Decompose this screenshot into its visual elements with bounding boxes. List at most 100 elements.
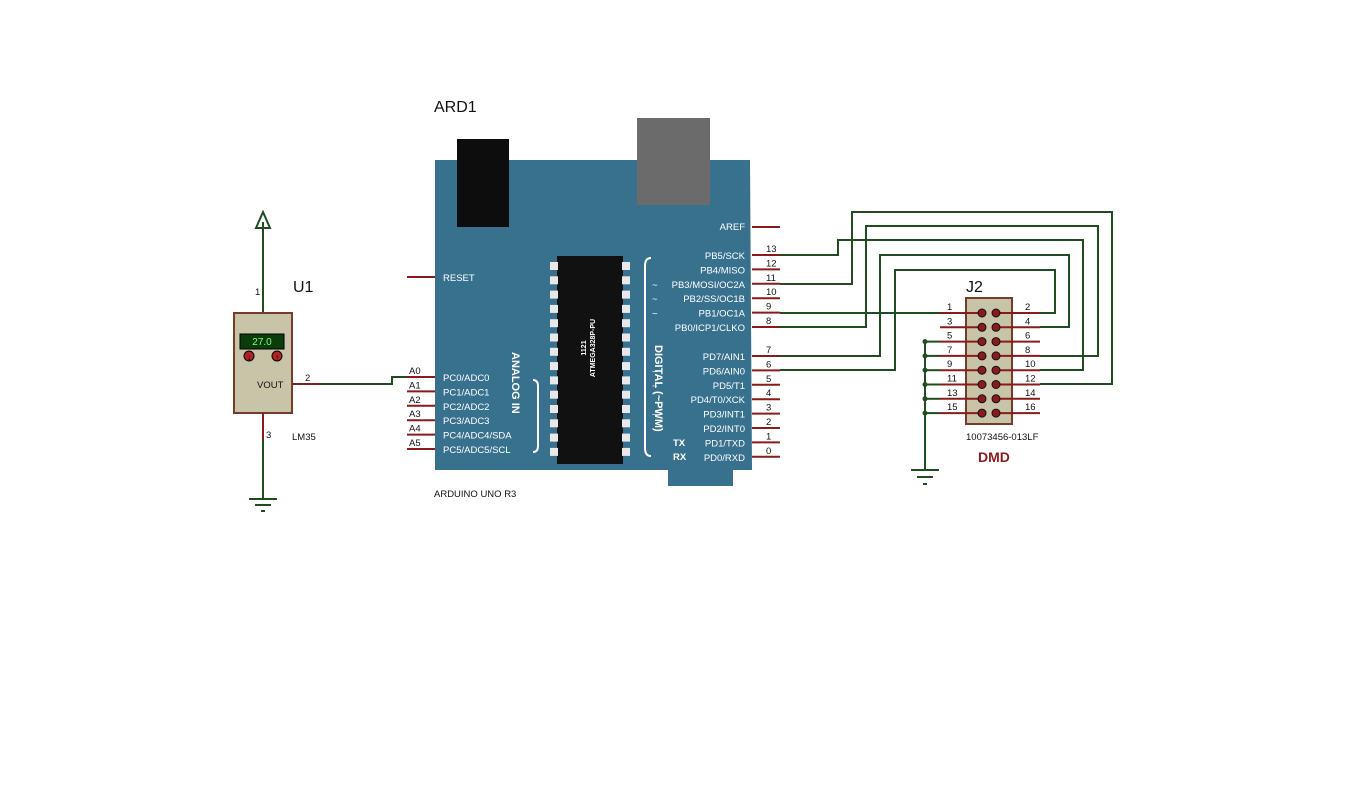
u1-ref-label: U1 [293,279,314,296]
temp-up-button[interactable] [271,350,283,362]
analog-pin-number: A2 [409,395,421,406]
arduino-ref-label: ARD1 [434,99,477,116]
header-contact [977,394,987,404]
pwm-tilde-icon: ~ [652,381,658,392]
digital-pin-label: PD5/T1 [713,381,745,392]
chip-pin-left [550,447,558,456]
chip-pin-right [622,304,630,313]
header-contact [977,380,987,389]
chip-pin-left [550,347,558,356]
chip-pin-left [550,362,558,371]
wire-d11[interactable] [780,211,1113,385]
chip-pin-right [622,347,630,356]
header-pin-number: 5 [947,331,952,342]
chip-pin-right [622,362,630,371]
digital-pin-number: 2 [766,417,771,428]
u1-pin3-num: 3 [266,430,271,441]
wire-d7[interactable] [780,254,1070,357]
analog-pin-label: PC2/ADC2 [443,402,489,413]
digital-pin-label: PD1/TXD [705,438,745,449]
header-contact [991,308,1001,318]
digital-pin-number: 4 [766,388,771,399]
digital-pin-group: 13PB5/SCK12PB4/MISO11PB3/MOSI/OC2A~10PB2… [652,244,780,464]
pwm-tilde-icon: ~ [652,294,658,305]
temperature-value: 27.0 [252,337,272,348]
header-contact [977,351,987,361]
wire-d13[interactable] [780,239,1084,371]
wire-d6[interactable] [780,269,1056,371]
lm35-sensor[interactable]: 1 U1 27.0 ↓ ↑ VOUT 2 3 LM35 [233,209,320,512]
chip-pin-right [622,419,630,428]
digital-pin-label: PD6/AIN0 [703,366,745,377]
chip-pin-left [550,390,558,399]
digital-pin-label: PB0/ICP1/CLKO [675,323,745,334]
chip-pin-right [622,262,630,270]
wire-d8[interactable] [780,225,1099,357]
digital-pin-label: PB5/SCK [705,251,746,262]
header-pin-number: 10 [1025,359,1036,370]
chip-pin-left [550,262,558,270]
digital-pin-label: PB4/MISO [700,265,745,276]
arduino-part-label: ARDUINO UNO R3 [434,489,516,500]
digital-bracket [644,257,652,457]
analog-pin-label: PC0/ADC0 [443,373,489,384]
digital-pin-label: PB1/OC1A [699,309,746,320]
header-contact [991,351,1001,361]
analog-pin-number: A4 [409,424,421,435]
chip-pin-left [550,319,558,328]
analog-pin-group: A0PC0/ADC0A1PC1/ADC1A2PC2/ADC2A3PC3/ADC3… [407,366,512,456]
chip-pin-left [550,333,558,342]
vout-label: VOUT [257,380,284,391]
chip-pin-right [622,319,630,328]
header-contact [977,322,987,332]
header-contact [991,322,1001,332]
junction-dot [922,339,928,345]
header-contact [991,365,1001,375]
header-pin-number: 15 [947,402,958,413]
temp-down-button[interactable] [243,350,255,362]
chip-pin-left [550,405,558,413]
header-pin-number: 11 [947,374,957,385]
chip-pin-right [622,447,630,456]
digital-pin-label: PD7/AIN1 [703,352,745,363]
arrow-up-icon: ↑ [275,353,279,362]
atmega-chip [557,256,623,464]
header-contact [977,337,987,347]
chip-pin-left [550,304,558,313]
pwm-tilde-icon: ~ [652,410,658,421]
j2-part-label: 10073456-013LF [966,432,1039,443]
header-pin-number: 2 [1025,302,1030,313]
analog-pin-label: PC1/ADC1 [443,387,489,398]
chip-pin-right [622,390,630,399]
header-body [965,297,1013,425]
header-contact [977,408,987,418]
usb-connector [637,118,710,205]
chip-pin-right [622,276,630,285]
u1-pin1-num: 1 [255,287,260,298]
analog-pin-number: A3 [409,409,421,420]
digital-pin-label: PD2/INT0 [703,424,745,435]
chip-pin-right [622,405,630,413]
header-pin-number: 16 [1025,402,1036,413]
digital-pin-label: PD4/T0/XCK [691,395,746,406]
sensor-body [233,312,293,414]
header-pin-number: 1 [947,302,952,313]
digital-pin-number: 6 [766,359,771,370]
chip-label-2: ATMEGA328P-PU [590,319,597,377]
chip-pin-left [550,419,558,428]
header-pin-number: 7 [947,345,952,356]
wire-vout-a0[interactable] [320,376,407,385]
header-contact [991,394,1001,404]
header-contact [991,337,1001,347]
header-pin-number: 8 [1025,345,1030,356]
header-contact [977,365,987,375]
u1-pin2-num: 2 [305,373,310,384]
digital-pin-number: 8 [766,316,771,327]
digital-pin-number: 9 [766,302,771,313]
j2-ref-label: J2 [966,279,983,296]
header-contact [991,380,1001,389]
arduino-uno-board[interactable]: ARD1 1121 ATMEGA328P-PU ANALOG IN DIGITA… [407,99,780,500]
